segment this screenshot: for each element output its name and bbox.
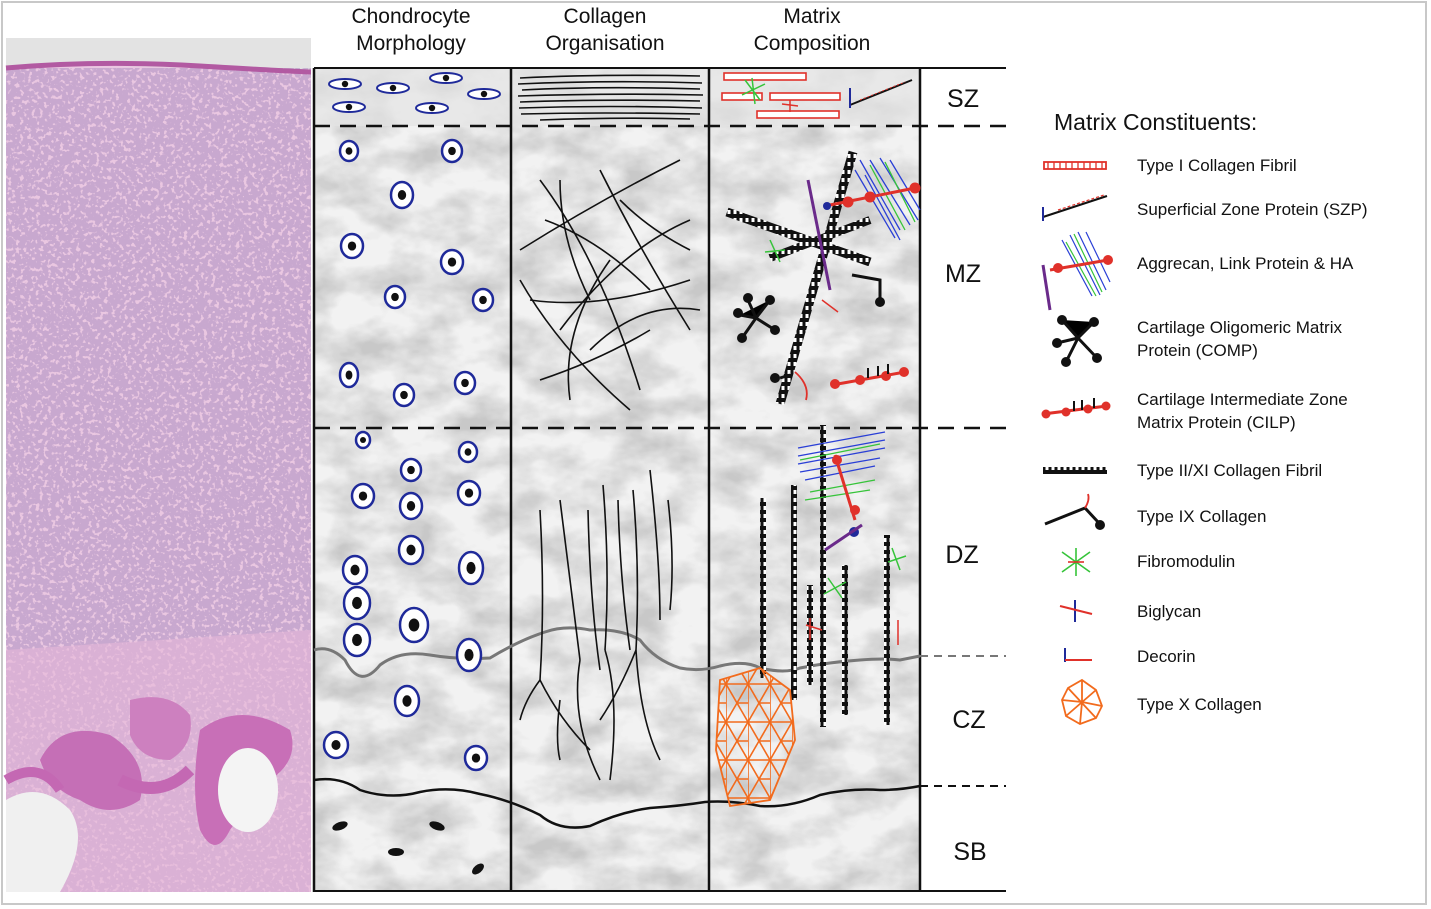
header-chondrocyte-line1: Chondrocyte [351, 5, 470, 28]
flattened-chondrocyte [332, 101, 366, 113]
legend-item-comp-line1: Cartilage Oligomeric Matrix [1137, 318, 1342, 337]
matrix-composition-column [332, 72, 921, 875]
chondrocyte-cell [354, 430, 372, 450]
chondrocyte-cell [457, 440, 479, 464]
legend-item-type-ii-xi: Type II/XI Collagen Fibril [1137, 461, 1322, 480]
zone-label-mz: MZ [945, 260, 981, 288]
header-collagen-line1: Collagen [564, 5, 647, 28]
flattened-chondrocyte [328, 78, 362, 90]
szp-icon [1042, 194, 1108, 221]
chondrocyte-cell [440, 138, 464, 164]
chondrocyte-column [322, 72, 501, 772]
comp-molecule-mz [733, 293, 780, 343]
legend: Matrix Constituents: Type I Collagen Fib… [1041, 109, 1368, 725]
chondrocyte-cell [455, 637, 483, 673]
sz-matrix [721, 72, 913, 119]
chondrocyte-cell [350, 482, 376, 510]
chondrocyte-cell [342, 622, 372, 658]
decorin-icon [1064, 648, 1092, 662]
chondrocyte-cell [341, 554, 369, 586]
zone-label-dz: DZ [945, 541, 978, 569]
column-headers: Chondrocyte Morphology Collagen Organisa… [351, 5, 870, 55]
zone-label-cz: CZ [952, 706, 985, 734]
fibromodulin-icon [1061, 548, 1091, 576]
type-x-collagen-icon [1061, 678, 1103, 725]
aggrecan-icon [1041, 231, 1113, 311]
flattened-chondrocyte [415, 102, 449, 114]
legend-item-type-x: Type X Collagen [1137, 695, 1262, 714]
chondrocyte-cell [338, 139, 360, 163]
chondrocyte-cell [392, 382, 416, 408]
mz-matrix [725, 150, 921, 406]
chondrocyte-cell [471, 287, 495, 313]
legend-item-aggrecan: Aggrecan, Link Protein & HA [1137, 254, 1354, 273]
legend-item-type-ix: Type IX Collagen [1137, 507, 1266, 526]
mz-random-fibres [519, 159, 701, 411]
type-ii-xi-collagen-fibril-icon [1043, 467, 1107, 474]
header-collagen-line2: Organisation [545, 32, 664, 55]
sb-osteocytes [332, 821, 484, 875]
chondrocyte-cell [397, 534, 425, 566]
chondrocyte-cell [338, 361, 360, 389]
zone-labels: SZ MZ DZ CZ SB [945, 85, 987, 866]
histology-image [3, 38, 312, 893]
zone-label-sz: SZ [947, 85, 979, 113]
sz-parallel-fibres [517, 74, 704, 121]
chondrocyte-cell [457, 550, 485, 586]
legend-item-decorin: Decorin [1137, 647, 1196, 666]
chondrocyte-cell [393, 684, 421, 718]
legend-item-cilp-line2: Matrix Protein (CILP) [1137, 413, 1296, 432]
cilp-icon [1041, 398, 1111, 419]
type-x-collagen-lattice [715, 667, 796, 808]
chondrocyte-cell [322, 730, 350, 760]
header-matrix-line1: Matrix [783, 5, 841, 28]
chondrocyte-cell [439, 248, 465, 276]
chondrocyte-cell [463, 744, 489, 772]
legend-item-fibromodulin: Fibromodulin [1137, 552, 1235, 571]
type-ix-collagen-icon [1044, 493, 1105, 530]
flattened-chondrocyte [376, 82, 410, 94]
chondrocyte-cell [342, 585, 372, 621]
legend-item-cilp-line1: Cartilage Intermediate Zone [1137, 390, 1348, 409]
comp-icon [1052, 315, 1102, 367]
cilp-molecule-mz [830, 364, 909, 389]
zone-label-sb: SB [953, 838, 986, 866]
header-chondrocyte-line2: Morphology [356, 32, 466, 55]
chondrocyte-cell [399, 457, 423, 483]
legend-item-biglycan: Biglycan [1137, 602, 1201, 621]
chondrocyte-cell [456, 479, 482, 507]
legend-item-type-i: Type I Collagen Fibril [1137, 156, 1297, 175]
legend-item-szp: Superficial Zone Protein (SZP) [1137, 200, 1368, 219]
chondrocyte-cell [398, 491, 424, 521]
type-i-collagen-fibril-icon [1043, 161, 1107, 170]
chondrocyte-cell [389, 180, 415, 210]
chondrocyte-cell [383, 284, 407, 310]
legend-title: Matrix Constituents: [1054, 109, 1257, 135]
biglycan-icon [1059, 600, 1093, 622]
chondrocyte-cell [453, 370, 477, 396]
dz-radial-fibres [519, 469, 673, 781]
legend-item-comp-line2: Protein (COMP) [1137, 341, 1258, 360]
chondrocyte-cell [398, 606, 430, 644]
flattened-chondrocyte [467, 88, 501, 100]
header-matrix-line2: Composition [754, 32, 871, 55]
dz-cz-matrix [715, 425, 907, 808]
collagen-organisation-column [517, 74, 704, 781]
flattened-chondrocyte [429, 72, 463, 84]
chondrocyte-cell [339, 232, 365, 260]
